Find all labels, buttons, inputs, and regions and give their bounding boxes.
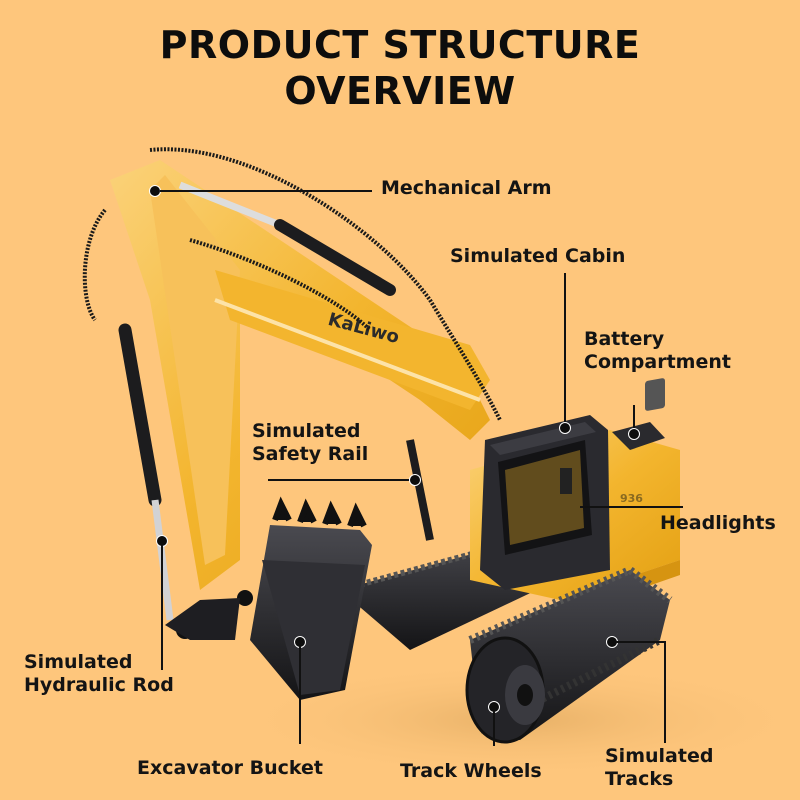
label-track-wheels: Track Wheels bbox=[400, 760, 542, 782]
excavator-bucket-leader bbox=[299, 646, 301, 744]
track-wheels-leader bbox=[493, 711, 495, 746]
front-track bbox=[465, 565, 673, 744]
battery-compartment-marker bbox=[628, 428, 640, 440]
label-battery-compartment: Battery Compartment bbox=[584, 328, 731, 373]
title-line-1: PRODUCT STRUCTURE bbox=[159, 23, 641, 67]
svg-text:936: 936 bbox=[620, 492, 643, 505]
simulated-safety-rail-marker bbox=[409, 474, 421, 486]
label-headlights: Headlights bbox=[660, 512, 776, 534]
simulated-safety-rail-leader bbox=[268, 479, 410, 481]
label-simulated-safety-rail: Simulated Safety Rail bbox=[252, 420, 369, 465]
title-line-2: OVERVIEW bbox=[284, 69, 516, 113]
hydraulic-rod-leader bbox=[161, 545, 163, 670]
simulated-tracks-leader-h bbox=[616, 641, 664, 643]
hydraulic-hoses bbox=[82, 147, 502, 421]
cabin bbox=[480, 415, 610, 590]
simulated-cabin-marker bbox=[559, 422, 571, 434]
simulated-tracks-leader-v bbox=[664, 641, 666, 743]
headlights-leader bbox=[580, 506, 683, 508]
bucket bbox=[165, 496, 372, 700]
simulated-cabin-leader bbox=[564, 273, 566, 423]
battery-compartment-leader bbox=[633, 405, 635, 430]
page-title: PRODUCT STRUCTURE OVERVIEW bbox=[0, 22, 800, 114]
label-simulated-tracks: Simulated Tracks bbox=[605, 745, 714, 790]
label-simulated-cabin: Simulated Cabin bbox=[450, 245, 626, 267]
label-excavator-bucket: Excavator Bucket bbox=[137, 757, 324, 779]
label-simulated-hydraulic-rod: Simulated Hydraulic Rod bbox=[24, 651, 174, 696]
mechanical-arm-leader bbox=[160, 190, 372, 192]
boom: KaLiwo bbox=[110, 160, 490, 590]
label-mechanical-arm: Mechanical Arm bbox=[381, 177, 552, 199]
